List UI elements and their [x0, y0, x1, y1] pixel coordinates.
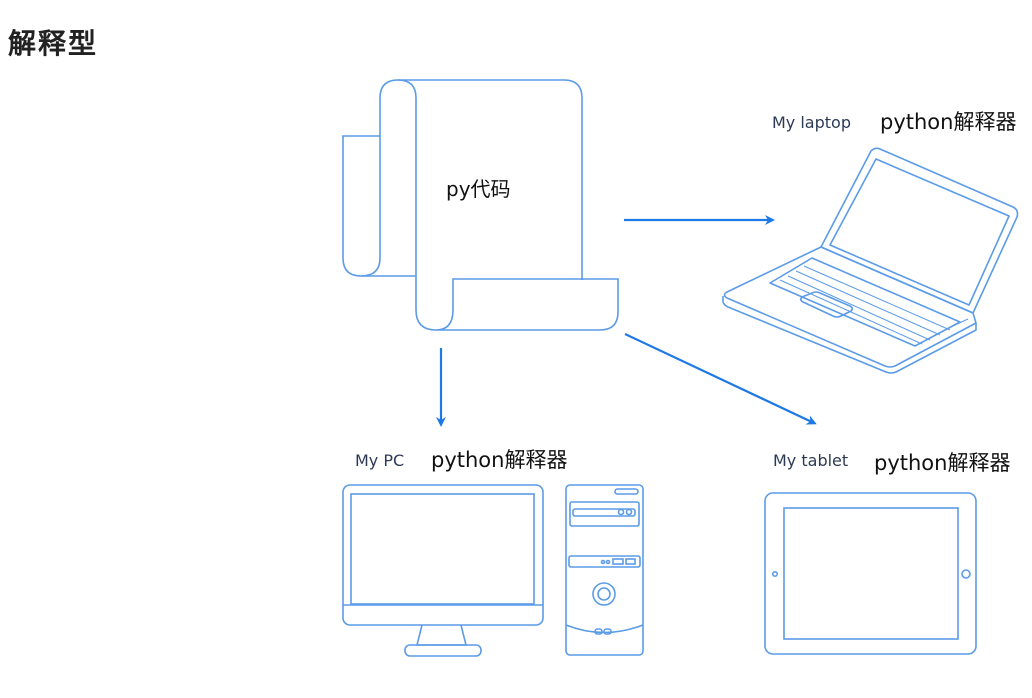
arrow-to-tablet — [624, 333, 817, 425]
tablet-icon — [764, 492, 977, 655]
page-title: 解释型 — [8, 27, 99, 60]
laptop-interpreter-label: python解释器 — [880, 110, 1017, 134]
tablet-device-label: My tablet — [773, 451, 849, 470]
laptop-icon — [722, 147, 1019, 374]
pc-device-label: My PC — [355, 451, 405, 470]
tablet-interpreter-label: python解释器 — [874, 451, 1011, 475]
source-code-label: py代码 — [446, 177, 511, 201]
document-scroll-icon — [342, 79, 619, 331]
desktop-pc-icon — [342, 484, 644, 657]
laptop-device-label: My laptop — [772, 113, 851, 132]
pc-interpreter-label: python解释器 — [431, 448, 568, 472]
